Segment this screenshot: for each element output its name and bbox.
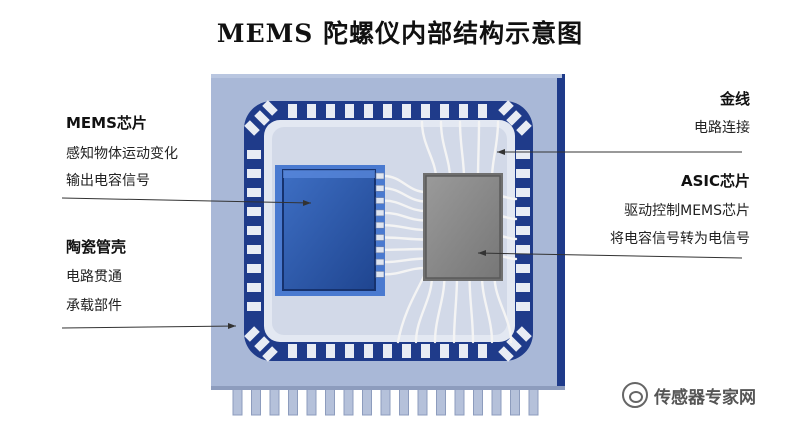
bond-pad [478, 344, 487, 358]
bond-pad [421, 104, 430, 118]
gold-wire-desc-1: 电路连接 [694, 120, 750, 136]
case-pin [436, 388, 446, 416]
bond-pad [247, 207, 261, 216]
bond-pad [402, 104, 411, 118]
diagram-title: MEMS 陀螺仪内部结构示意图 [216, 19, 584, 48]
mems-bond-pad [375, 172, 385, 180]
bond-pad [516, 264, 530, 273]
bond-pad [516, 302, 530, 311]
bond-pad [244, 120, 260, 136]
bond-pad [262, 346, 278, 362]
mems-bond-pad [375, 258, 385, 266]
case-pin [528, 388, 539, 416]
case-pin [251, 388, 261, 416]
mems-bond-pad [375, 221, 385, 229]
mems-bond-pad [375, 246, 385, 254]
bond-pad [516, 150, 530, 159]
watermark: 传感器专家网 [622, 380, 756, 410]
mems-bond-pad [375, 197, 385, 204]
mems-bond-pad [375, 185, 385, 192]
ceramic-case-label: 陶瓷管壳 [66, 238, 127, 256]
bond-pad [244, 326, 260, 342]
case-pin [343, 388, 354, 416]
bond-pad [516, 169, 530, 178]
bond-pad [247, 169, 261, 178]
mems-chip-desc-2: 输出电容信号 [66, 173, 150, 189]
bond-pad [383, 344, 392, 358]
bond-pad [247, 226, 261, 235]
bond-pad [383, 104, 392, 118]
asic-chip [423, 173, 503, 281]
bond-pad [247, 188, 261, 197]
bond-pad [345, 344, 354, 358]
bond-pad [307, 104, 316, 118]
case-pin [269, 388, 280, 416]
case-pin [399, 388, 409, 416]
bond-pad [247, 283, 261, 292]
mems-bond-pad [375, 209, 385, 217]
bond-pad [516, 207, 530, 216]
bond-pad [326, 344, 335, 358]
bond-pad [364, 104, 373, 118]
watermark-text: 传感器专家网 [654, 387, 756, 408]
case-pin [510, 388, 520, 416]
case-pin [491, 388, 502, 416]
bond-pad [247, 245, 261, 254]
bond-pad [498, 100, 514, 116]
mems-chip-desc-1: 感知物体运动变化 [66, 146, 178, 162]
gold-wire-label: 金线 [719, 90, 750, 108]
bond-pad [247, 150, 261, 159]
asic-chip-desc-2: 将电容信号转为电信号 [610, 231, 750, 247]
mems-chip-label: MEMS芯片 [66, 114, 147, 132]
case-pin [380, 388, 391, 416]
bond-pad [506, 110, 522, 126]
bond-pad [345, 104, 354, 118]
bond-pad [516, 226, 530, 235]
wechat-logo-icon [622, 382, 648, 408]
case-pin [362, 388, 372, 416]
bond-pad [459, 104, 468, 118]
bond-pad [516, 283, 530, 292]
bond-pad [288, 344, 297, 358]
case-pin [288, 388, 298, 416]
bond-pad [516, 326, 532, 342]
bond-pad [254, 110, 270, 126]
bond-pad [288, 104, 297, 118]
mems-chip-pads [375, 172, 385, 278]
case-pin [473, 388, 483, 416]
leader-lines [61, 149, 743, 329]
bond-pad [247, 264, 261, 273]
case-pin [417, 388, 428, 416]
case-pin [306, 388, 317, 416]
bond-pad [247, 302, 261, 311]
ceramic-case-desc-1: 电路贯通 [66, 269, 122, 285]
case-pin [454, 388, 465, 416]
case-pin [232, 388, 243, 416]
mems-bond-pad [375, 271, 385, 278]
mems-chip [275, 165, 385, 296]
mems-bond-pad [375, 234, 385, 241]
bond-pad [498, 346, 514, 362]
bond-pad [421, 344, 430, 358]
bond-pad [440, 104, 449, 118]
bond-pad [364, 344, 373, 358]
bond-pad [254, 336, 270, 352]
case-pin [325, 388, 335, 416]
asic-chip-desc-1: 驱动控制MEMS芯片 [624, 203, 750, 219]
bond-pad [326, 104, 335, 118]
bond-pad [402, 344, 411, 358]
bond-pad [262, 100, 278, 116]
asic-chip-label: ASIC芯片 [680, 172, 750, 190]
ceramic-case-desc-2: 承载部件 [66, 298, 122, 314]
bond-pad [459, 344, 468, 358]
case-pins [211, 386, 565, 416]
bond-pad [307, 344, 316, 358]
bond-pad [516, 188, 530, 197]
bond-pad [478, 104, 487, 118]
bond-pad [440, 344, 449, 358]
bond-pad [516, 245, 530, 254]
bond-pad [516, 120, 532, 136]
